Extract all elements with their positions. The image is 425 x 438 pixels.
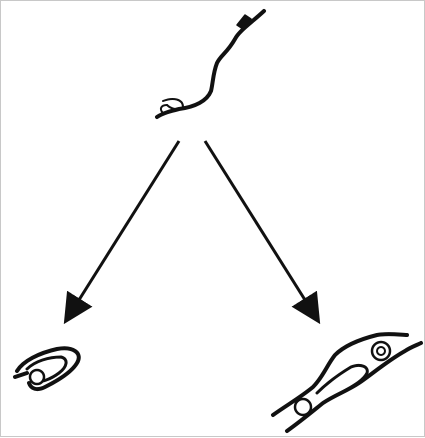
arrow-left: [67, 141, 179, 319]
initial-rope-icon: [157, 11, 264, 117]
double-loop-knot-icon: [273, 334, 421, 431]
arrow-right: [205, 141, 317, 319]
small-loop-knot-icon: [15, 348, 79, 389]
